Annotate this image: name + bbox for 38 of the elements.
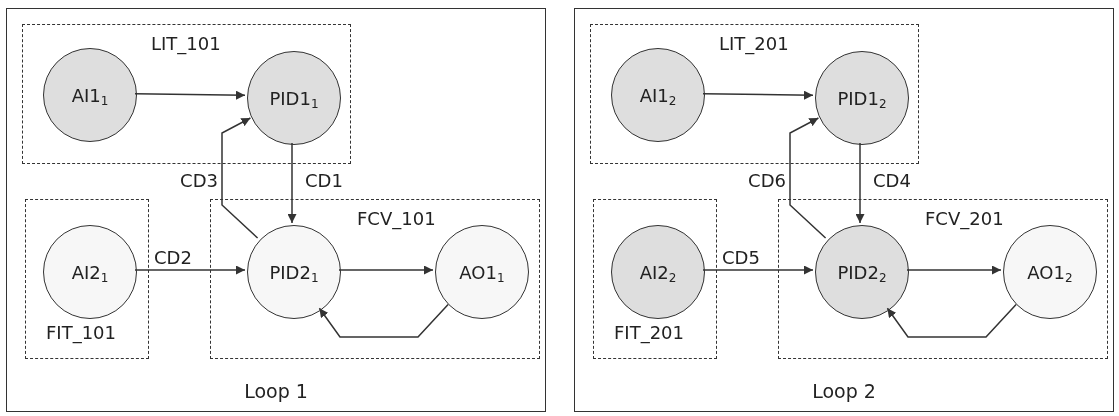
arrow <box>338 265 434 275</box>
arrow <box>789 117 827 239</box>
block-label: AO1$_{2}$ <box>1027 260 1073 286</box>
block-label: AI2$_{2}$ <box>639 260 677 286</box>
block-label: PID1$_{2}$ <box>837 86 887 112</box>
dashed-group-box <box>210 199 540 359</box>
arrow <box>906 265 1002 275</box>
arrow <box>221 117 259 239</box>
panel-title: Loop 2 <box>811 378 877 404</box>
dashed-group-box <box>778 199 1108 359</box>
arrow <box>134 90 246 100</box>
panel-title: Loop 1 <box>243 378 309 404</box>
arrow <box>134 265 246 275</box>
loop-panel <box>574 8 1114 412</box>
block-label: PID1$_{1}$ <box>269 86 319 112</box>
group-label: FIT_101 <box>46 322 116 344</box>
block-label: AI1$_{2}$ <box>639 83 677 109</box>
arrow <box>702 90 814 100</box>
dashed-group-box <box>22 24 351 164</box>
block-label: AO1$_{1}$ <box>459 260 505 286</box>
arrow <box>287 142 297 224</box>
loop-panel <box>6 8 546 412</box>
group-label: FCV_201 <box>925 208 1004 230</box>
block-label: AI2$_{1}$ <box>71 260 109 286</box>
dashed-group-box <box>590 24 919 164</box>
group-label: LIT_201 <box>719 33 789 55</box>
arrow <box>855 142 865 224</box>
dashed-group-box <box>593 199 717 359</box>
block-label: PID2$_{1}$ <box>269 260 319 286</box>
arrow <box>318 303 449 338</box>
group-label: FIT_201 <box>614 322 684 344</box>
dashed-group-box <box>25 199 149 359</box>
arrow <box>886 303 1017 338</box>
group-label: LIT_101 <box>151 33 221 55</box>
arrow <box>702 265 814 275</box>
block-label: PID2$_{2}$ <box>837 260 887 286</box>
block-label: AI1$_{1}$ <box>71 83 109 109</box>
group-label: FCV_101 <box>357 208 436 230</box>
